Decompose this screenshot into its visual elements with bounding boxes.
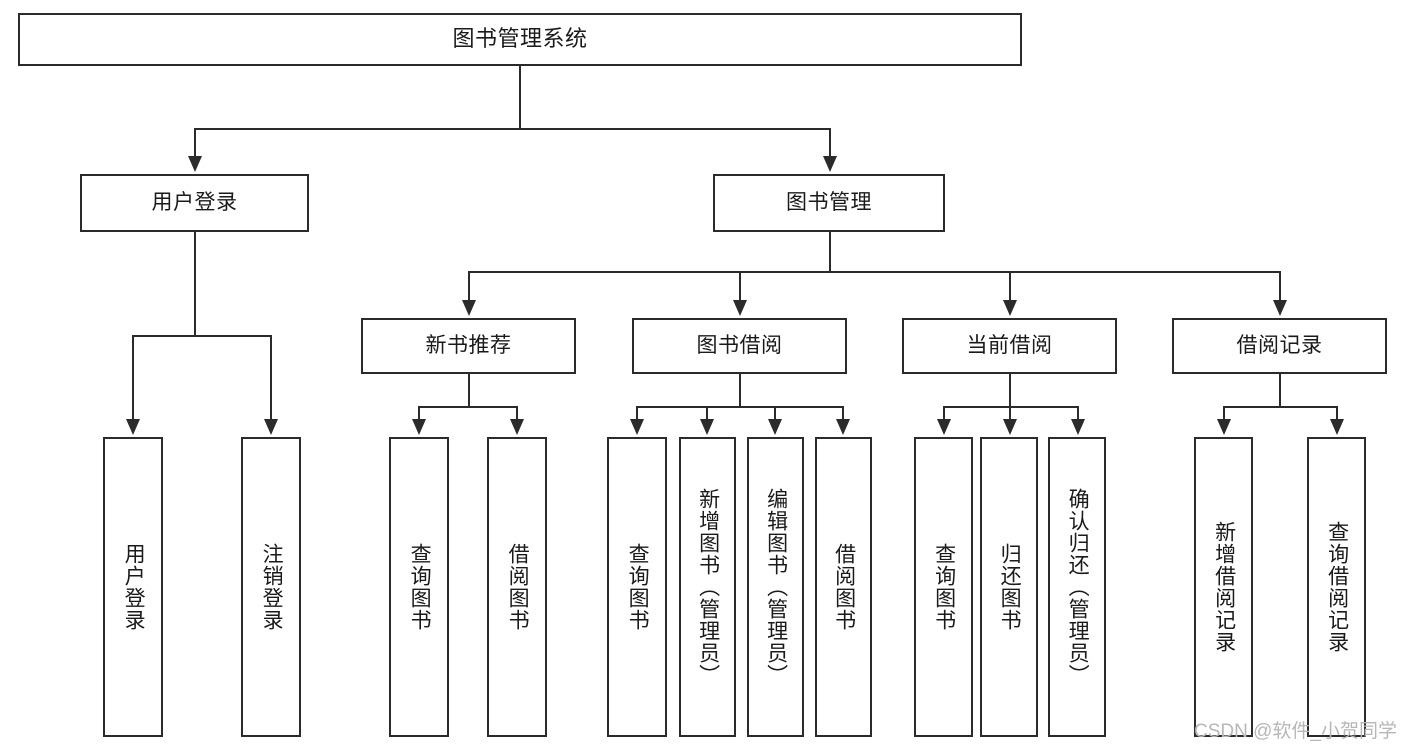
leaf-book-borrow-edit[interactable]: 编辑图书（管理员） bbox=[747, 437, 804, 737]
leaf-current-borrow-query[interactable]: 查询图书 bbox=[914, 437, 973, 737]
connector-root-drop-right bbox=[829, 128, 831, 166]
node-label: 当前借阅 bbox=[966, 334, 1053, 358]
connector-root-bus bbox=[194, 128, 831, 130]
connector-currentborrow-drop-2 bbox=[1077, 406, 1079, 421]
node-label: 查询借阅记录 bbox=[1325, 521, 1349, 653]
node-borrow-record[interactable]: 借阅记录 bbox=[1172, 318, 1387, 374]
node-label: 编辑图书（管理员） bbox=[764, 488, 788, 686]
arrow-to-currentborrow-leaf-0 bbox=[937, 419, 951, 435]
leaf-new-book-borrow[interactable]: 借阅图书 bbox=[487, 437, 547, 737]
connector-root-stem bbox=[519, 66, 521, 129]
arrow-to-newbook-leaf-0 bbox=[412, 419, 426, 435]
leaf-borrow-record-add[interactable]: 新增借阅记录 bbox=[1194, 437, 1253, 737]
connector-borrowrecord-bus bbox=[1223, 406, 1338, 408]
node-label: 用户登录 bbox=[151, 191, 238, 215]
connector-borrowrecord-drop-1 bbox=[1336, 406, 1338, 421]
connector-currentborrow-stem bbox=[1009, 374, 1011, 407]
arrow-to-book-manage bbox=[823, 156, 837, 172]
leaf-book-borrow-borrow[interactable]: 借阅图书 bbox=[815, 437, 872, 737]
node-book-management[interactable]: 图书管理 bbox=[713, 174, 945, 232]
connector-newbook-drop-1 bbox=[516, 406, 518, 421]
arrow-to-bookborrow-leaf-0 bbox=[630, 419, 644, 435]
arrow-to-new-book bbox=[462, 300, 476, 316]
node-label: 新增图书（管理员） bbox=[696, 488, 720, 686]
leaf-user-login-logout[interactable]: 注销登录 bbox=[241, 437, 301, 737]
node-label: 图书管理 bbox=[786, 191, 872, 215]
connector-bookmanage-drop-1 bbox=[739, 271, 741, 302]
connector-bookmanage-drop-3 bbox=[1279, 271, 1281, 302]
node-label: 注销登录 bbox=[260, 543, 284, 631]
connector-bookborrow-bus bbox=[636, 406, 844, 408]
node-label: 图书借阅 bbox=[696, 334, 783, 358]
connector-userlogin-bus bbox=[132, 335, 271, 337]
connector-bookborrow-drop-3 bbox=[842, 406, 844, 421]
arrow-to-borrowrecord-leaf-1 bbox=[1330, 419, 1344, 435]
arrow-to-user-login bbox=[188, 156, 202, 172]
node-label: 用户登录 bbox=[122, 543, 146, 631]
arrow-to-bookborrow-leaf-1 bbox=[700, 419, 714, 435]
leaf-user-login-login[interactable]: 用户登录 bbox=[103, 437, 163, 737]
arrow-to-book-borrow bbox=[733, 300, 747, 316]
connector-bookmanage-drop-0 bbox=[468, 271, 470, 302]
connector-borrowrecord-stem bbox=[1279, 374, 1281, 407]
node-user-login[interactable]: 用户登录 bbox=[80, 174, 309, 232]
arrow-to-bookborrow-leaf-3 bbox=[836, 419, 850, 435]
connector-bookmanage-stem bbox=[829, 232, 831, 272]
connector-userlogin-drop-0 bbox=[132, 335, 134, 421]
connector-bookborrow-drop-2 bbox=[774, 406, 776, 421]
leaf-new-book-query[interactable]: 查询图书 bbox=[389, 437, 449, 737]
node-label: 查询图书 bbox=[408, 543, 432, 631]
arrow-to-borrow-record bbox=[1273, 300, 1287, 316]
node-label: 查询图书 bbox=[932, 543, 956, 631]
connector-bookmanage-drop-2 bbox=[1009, 271, 1011, 302]
connector-bookborrow-drop-1 bbox=[706, 406, 708, 421]
connector-newbook-drop-0 bbox=[418, 406, 420, 421]
connector-newbook-bus bbox=[418, 406, 518, 408]
arrow-to-bookborrow-leaf-2 bbox=[768, 419, 782, 435]
node-book-borrow[interactable]: 图书借阅 bbox=[632, 318, 847, 374]
node-label: 归还图书 bbox=[998, 543, 1022, 631]
connector-borrowrecord-drop-0 bbox=[1223, 406, 1225, 421]
arrow-to-currentborrow-leaf-1 bbox=[1003, 419, 1017, 435]
node-label: 借阅图书 bbox=[506, 543, 530, 631]
node-root-book-management-system[interactable]: 图书管理系统 bbox=[18, 13, 1022, 66]
connector-userlogin-drop-1 bbox=[270, 335, 272, 421]
leaf-book-borrow-add[interactable]: 新增图书（管理员） bbox=[679, 437, 736, 737]
leaf-borrow-record-query[interactable]: 查询借阅记录 bbox=[1307, 437, 1366, 737]
connector-newbook-stem bbox=[468, 374, 470, 407]
arrow-to-currentborrow-leaf-2 bbox=[1071, 419, 1085, 435]
node-current-borrow[interactable]: 当前借阅 bbox=[902, 318, 1117, 374]
arrow-to-current-borrow bbox=[1003, 300, 1017, 316]
connector-bookborrow-stem bbox=[739, 374, 741, 407]
node-label: 借阅记录 bbox=[1236, 334, 1323, 358]
connector-bookborrow-drop-0 bbox=[636, 406, 638, 421]
arrow-to-newbook-leaf-1 bbox=[510, 419, 524, 435]
node-label: 图书管理系统 bbox=[452, 26, 588, 52]
arrow-to-user-login-leaf bbox=[126, 419, 140, 435]
connector-currentborrow-drop-1 bbox=[1009, 406, 1011, 421]
leaf-book-borrow-query[interactable]: 查询图书 bbox=[607, 437, 667, 737]
connector-userlogin-stem bbox=[194, 232, 196, 336]
node-label: 查询图书 bbox=[626, 543, 650, 631]
arrow-to-borrowrecord-leaf-0 bbox=[1217, 419, 1231, 435]
node-label: 新书推荐 bbox=[425, 334, 512, 358]
arrow-to-logout-leaf bbox=[264, 419, 278, 435]
node-label: 新增借阅记录 bbox=[1212, 521, 1236, 653]
leaf-current-borrow-confirm-return[interactable]: 确认归还（管理员） bbox=[1048, 437, 1106, 737]
connector-root-drop-left bbox=[194, 128, 196, 166]
node-label: 确认归还（管理员） bbox=[1066, 488, 1090, 686]
node-new-book-recommend[interactable]: 新书推荐 bbox=[361, 318, 576, 374]
leaf-current-borrow-return[interactable]: 归还图书 bbox=[980, 437, 1038, 737]
connector-bookmanage-bus bbox=[468, 271, 1280, 273]
connector-currentborrow-drop-0 bbox=[943, 406, 945, 421]
node-label: 借阅图书 bbox=[832, 543, 856, 631]
